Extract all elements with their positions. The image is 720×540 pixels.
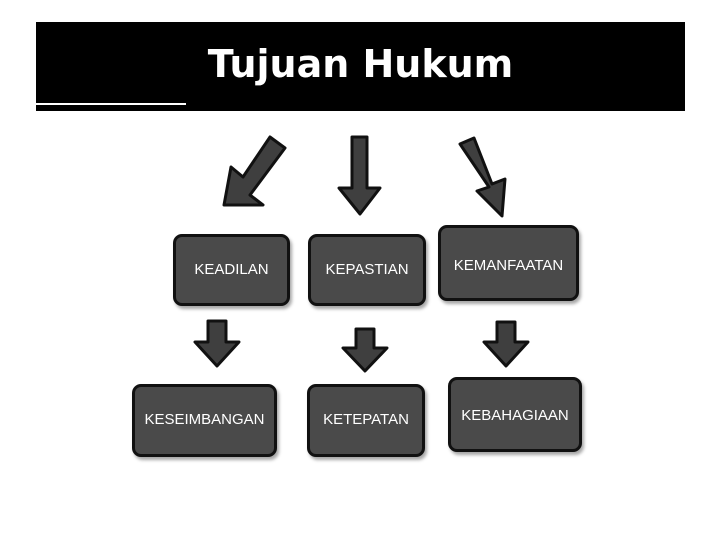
arrow-to-kebahagiaan	[482, 320, 530, 368]
box-label: KETEPATAN	[323, 411, 409, 428]
box-keseimbangan: KESEIMBANGAN	[132, 384, 277, 457]
arrow-to-keseimbangan	[193, 319, 241, 368]
box-label: KEBAHAGIAAN	[461, 407, 569, 424]
box-label: KESEIMBANGAN	[144, 411, 265, 428]
box-kepastian: KEPASTIAN	[308, 234, 426, 306]
box-ketepatan: KETEPATAN	[307, 384, 425, 457]
box-kemanfaatan: KEMANFAATAN	[438, 225, 579, 301]
arrow-to-ketepatan	[341, 327, 389, 373]
title-underline	[36, 103, 186, 105]
page-title: Tujuan Hukum	[207, 41, 514, 86]
box-label: KEMANFAATAN	[453, 257, 564, 274]
box-label: KEPASTIAN	[325, 260, 409, 278]
arrow-to-kepastian	[337, 135, 382, 216]
arrow-to-kemanfaatan	[458, 136, 507, 218]
arrow-to-keadilan	[222, 135, 287, 207]
box-keadilan: KEADILAN	[173, 234, 290, 306]
title-bar	[36, 22, 685, 111]
box-label: KEADILAN	[194, 260, 269, 278]
box-kebahagiaan: KEBAHAGIAAN	[448, 377, 582, 452]
